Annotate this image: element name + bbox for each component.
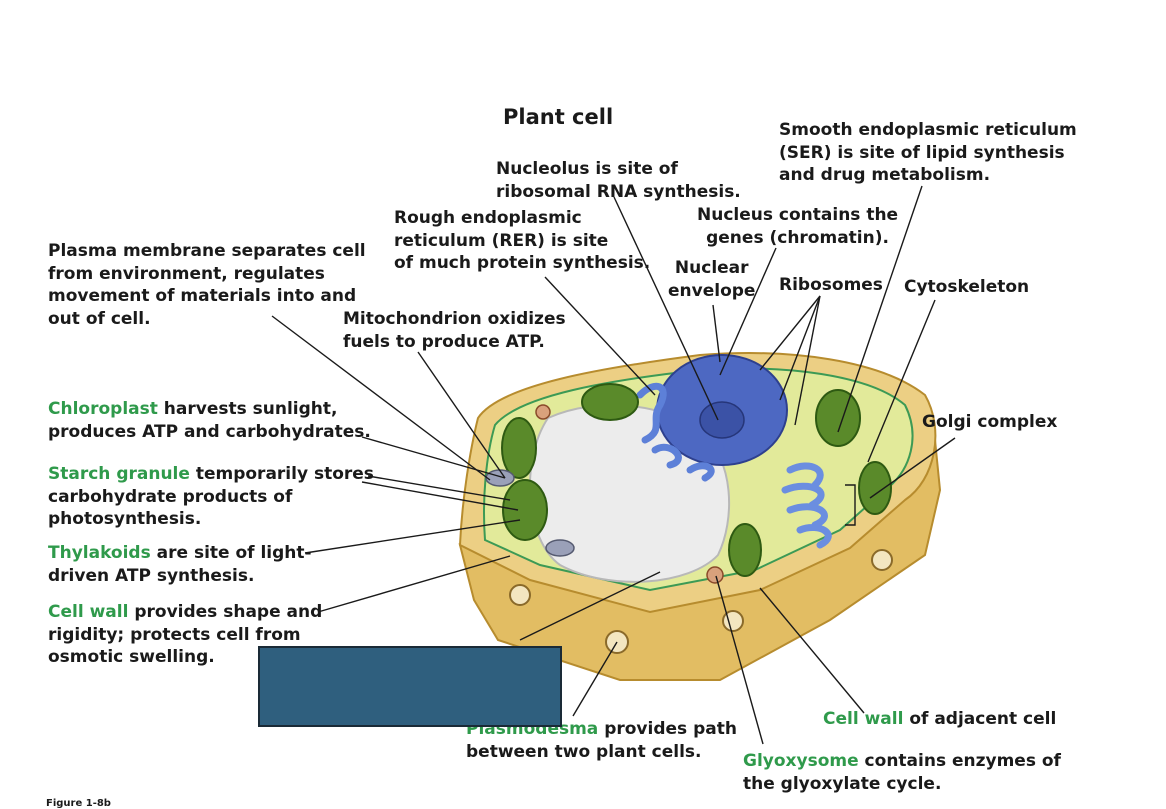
label-glyoxysome: Glyoxysome contains enzymes of the glyox… <box>743 750 1061 795</box>
label-cell-wall-adjacent: Cell wall of adjacent cell <box>823 708 1056 731</box>
label-nucleolus: Nucleolus is site of ribosomal RNA synth… <box>496 159 741 202</box>
label-plasmodesma-description: provides path between two plant cells. <box>466 719 737 762</box>
nucleolus <box>699 401 745 439</box>
label-chloroplast: Chloroplast harvests sunlight, produces … <box>48 398 371 443</box>
chloroplast-4 <box>728 523 762 577</box>
chloroplast-1 <box>581 383 639 421</box>
plasmodesma-2 <box>509 584 531 606</box>
label-chloroplast-term: Chloroplast <box>48 399 158 419</box>
rough-er <box>636 382 715 482</box>
mitochondrion-2 <box>545 539 575 557</box>
label-starch-granule-description: temporarily stores carbohydrate products… <box>48 464 374 529</box>
label-chloroplast-description: harvests sunlight, produces ATP and carb… <box>48 399 371 442</box>
label-mitochondrion: Mitochondrion oxidizes fuels to produce … <box>343 309 566 352</box>
label-ribosomes: Ribosomes <box>779 275 883 295</box>
figure-caption: Figure 1-8b <box>46 798 111 809</box>
label-cell-wall-adjacent-description: of adjacent cell <box>903 709 1057 729</box>
label-plasma-membrane: Plasma membrane separates cell from envi… <box>48 241 366 329</box>
peroxisome <box>535 404 551 420</box>
label-rough-er: Rough endoplasmic reticulum (RER) is sit… <box>394 208 651 273</box>
label-starch-granule: Starch granule temporarily stores carboh… <box>48 463 374 531</box>
label-cell-wall-term: Cell wall <box>48 602 129 622</box>
label-glyoxysome-description: contains enzymes of the glyoxylate cycle… <box>743 751 1061 794</box>
label-plasmodesma: Plasmodesma provides path between two pl… <box>466 718 737 763</box>
leader-lines <box>271 185 956 745</box>
diagram-title: Plant cell <box>503 105 614 129</box>
label-cell-wall-adjacent-term: Cell wall <box>823 709 904 729</box>
golgi-complex <box>781 462 832 549</box>
chloroplast-5 <box>815 389 861 447</box>
label-nucleus: Nucleus contains the genes (chromatin). <box>697 205 899 248</box>
glyoxysome <box>706 566 724 584</box>
label-cell-wall: Cell wall provides shape and rigidity; p… <box>48 601 322 669</box>
label-thylakoids-description: are site of light- driven ATP synthesis. <box>48 543 312 586</box>
plasmodesma-4 <box>871 549 893 571</box>
label-smooth-er: Smooth endoplasmic reticulum (SER) is si… <box>779 120 1077 185</box>
mitochondrion <box>485 469 515 487</box>
label-cytoskeleton: Cytoskeleton <box>904 277 1030 297</box>
label-cell-wall-description: provides shape and rigidity; protects ce… <box>48 602 323 667</box>
label-starch-granule-term: Starch granule <box>48 464 190 484</box>
label-nuclear-envelope: Nuclear envelope <box>668 258 756 301</box>
label-glyoxysome-term: Glyoxysome <box>743 751 859 771</box>
label-thylakoids-term: Thylakoids <box>48 543 151 563</box>
label-thylakoids: Thylakoids are site of light- driven ATP… <box>48 542 312 587</box>
plasmodesma-3 <box>722 610 744 632</box>
chloroplast-6 <box>858 461 892 515</box>
occluding-answer-box[interactable] <box>258 646 562 727</box>
chloroplast-3 <box>502 479 548 541</box>
chloroplast-2 <box>501 417 537 479</box>
label-golgi-complex: Golgi complex <box>922 412 1058 432</box>
